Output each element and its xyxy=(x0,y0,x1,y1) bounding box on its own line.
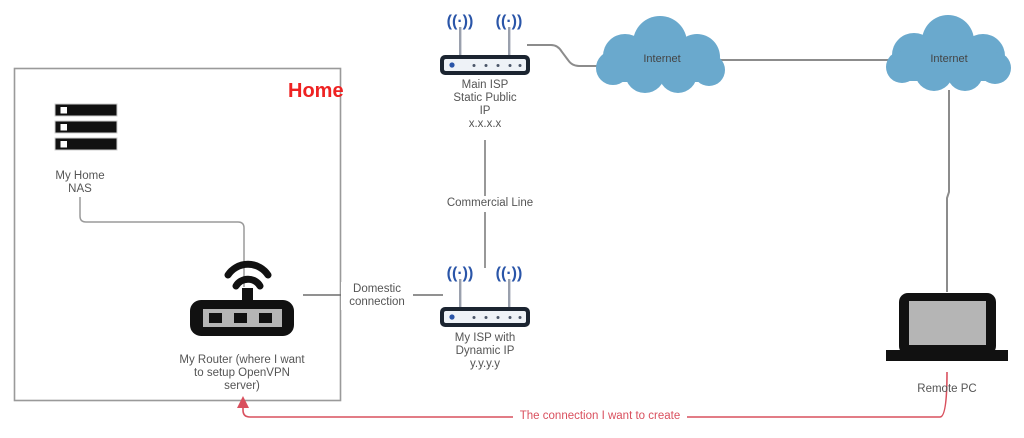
laptop-icon xyxy=(886,293,1008,361)
cloud-left-label: Internet xyxy=(643,53,681,65)
main-isp-label: Main ISP Static Public IP x.x.x.x xyxy=(453,79,517,130)
cloud-icon-left xyxy=(596,16,725,93)
desired-connection-arrowhead xyxy=(237,396,249,408)
my-isp-label: My ISP with Dynamic IP y.y.y.y xyxy=(454,332,516,370)
home-group-label: Home xyxy=(288,80,344,102)
edge-mainisp-to-cloud xyxy=(527,44,612,67)
edge-desired-connection xyxy=(242,371,948,418)
svg-text:((·)): ((·)) xyxy=(447,265,474,282)
domestic-connection-label: Domestic connection xyxy=(341,282,413,310)
desired-connection-label: The connection I want to create xyxy=(513,410,687,422)
svg-text:((·)): ((·)) xyxy=(496,265,523,282)
home-router-label: My Router (where I want to setup OpenVPN… xyxy=(179,354,305,392)
server-stack-icon xyxy=(54,103,118,151)
svg-text:((·)): ((·)) xyxy=(447,13,474,30)
cloud-right-label: Internet xyxy=(930,53,968,65)
edge-nas-to-router xyxy=(79,197,245,287)
remote-pc-label: Remote PC xyxy=(917,383,977,395)
edge-cloud-to-remotepc xyxy=(946,90,950,292)
nas-label: My Home NAS xyxy=(55,170,105,195)
isp-router-icon-main: ((·)) ((·)) xyxy=(440,13,530,75)
wifi-router-icon xyxy=(190,260,294,336)
home-boundary-box xyxy=(13,67,342,402)
isp-router-icon-mine: ((·)) ((·)) xyxy=(440,265,530,327)
cloud-icon-right xyxy=(886,15,1011,91)
svg-text:((·)): ((·)) xyxy=(496,13,523,30)
commercial-line-label: Commercial Line xyxy=(436,196,544,211)
